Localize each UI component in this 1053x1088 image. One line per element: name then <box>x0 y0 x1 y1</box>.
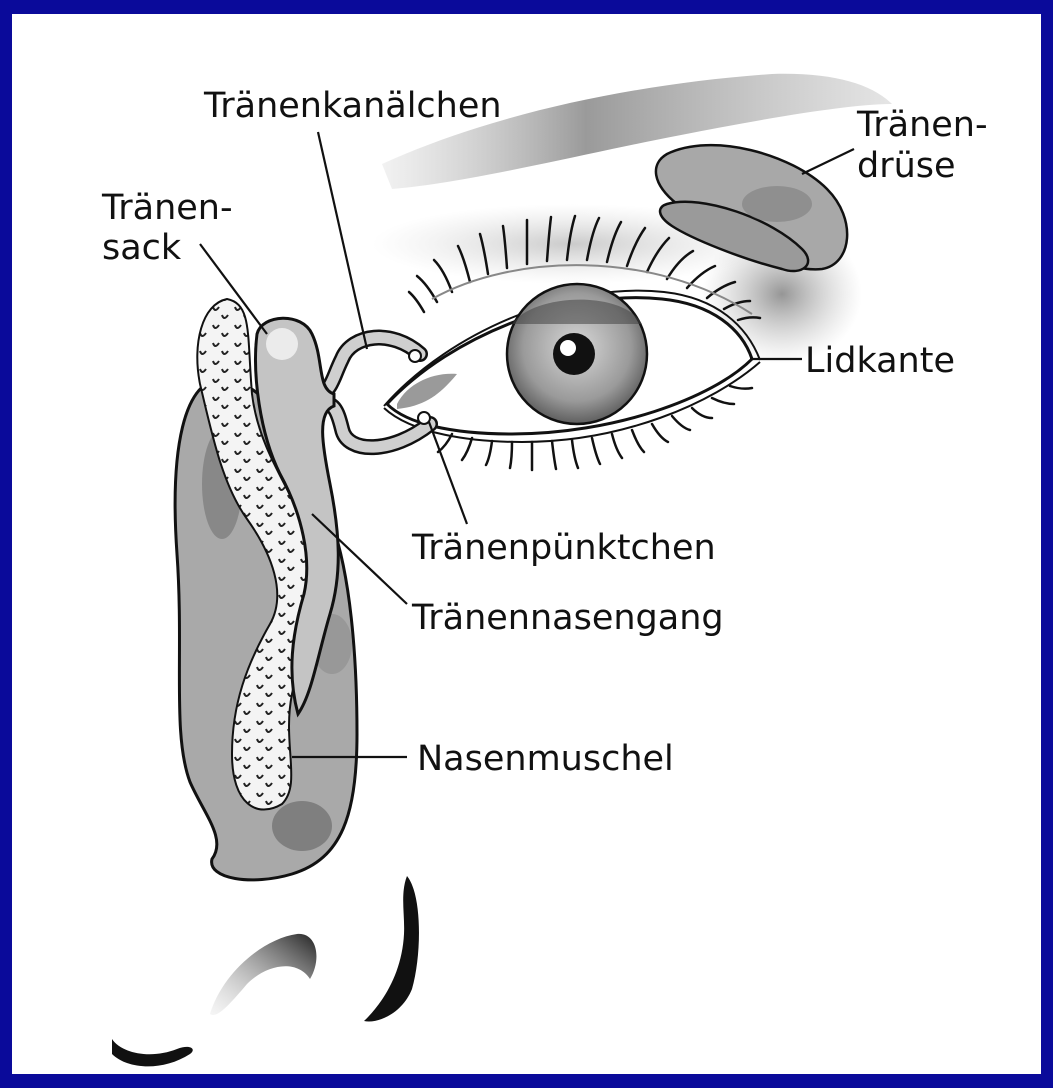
label-traenenkanaelchen: Tränenkanälchen <box>203 86 502 126</box>
label-traenendruese-1: Tränen- <box>856 105 988 145</box>
philtrum-stroke <box>112 1039 193 1066</box>
label-lidkante: Lidkante <box>805 341 955 381</box>
label-traenenpuenktchen: Tränenpünktchen <box>411 528 716 568</box>
diagram-frame: Tränenkanälchen Tränen- drüse Tränen- sa… <box>12 14 1041 1074</box>
label-traenensack-2: sack <box>102 228 182 268</box>
lacrimal-punctum-upper <box>409 350 421 362</box>
label-traenensack-1: Tränen- <box>101 188 233 228</box>
label-traenennasengang: Tränennasengang <box>411 598 724 638</box>
lacrimal-punctum-lower <box>418 412 430 424</box>
nostril-stroke <box>364 876 419 1022</box>
nasal-ala-shade <box>210 934 316 1015</box>
lacrimal-apparatus-diagram: Tränenkanälchen Tränen- drüse Tränen- sa… <box>12 14 1041 1074</box>
label-nasenmuschel: Nasenmuschel <box>417 739 674 779</box>
pupil <box>553 333 595 375</box>
label-traenendruese-2: drüse <box>857 146 956 186</box>
